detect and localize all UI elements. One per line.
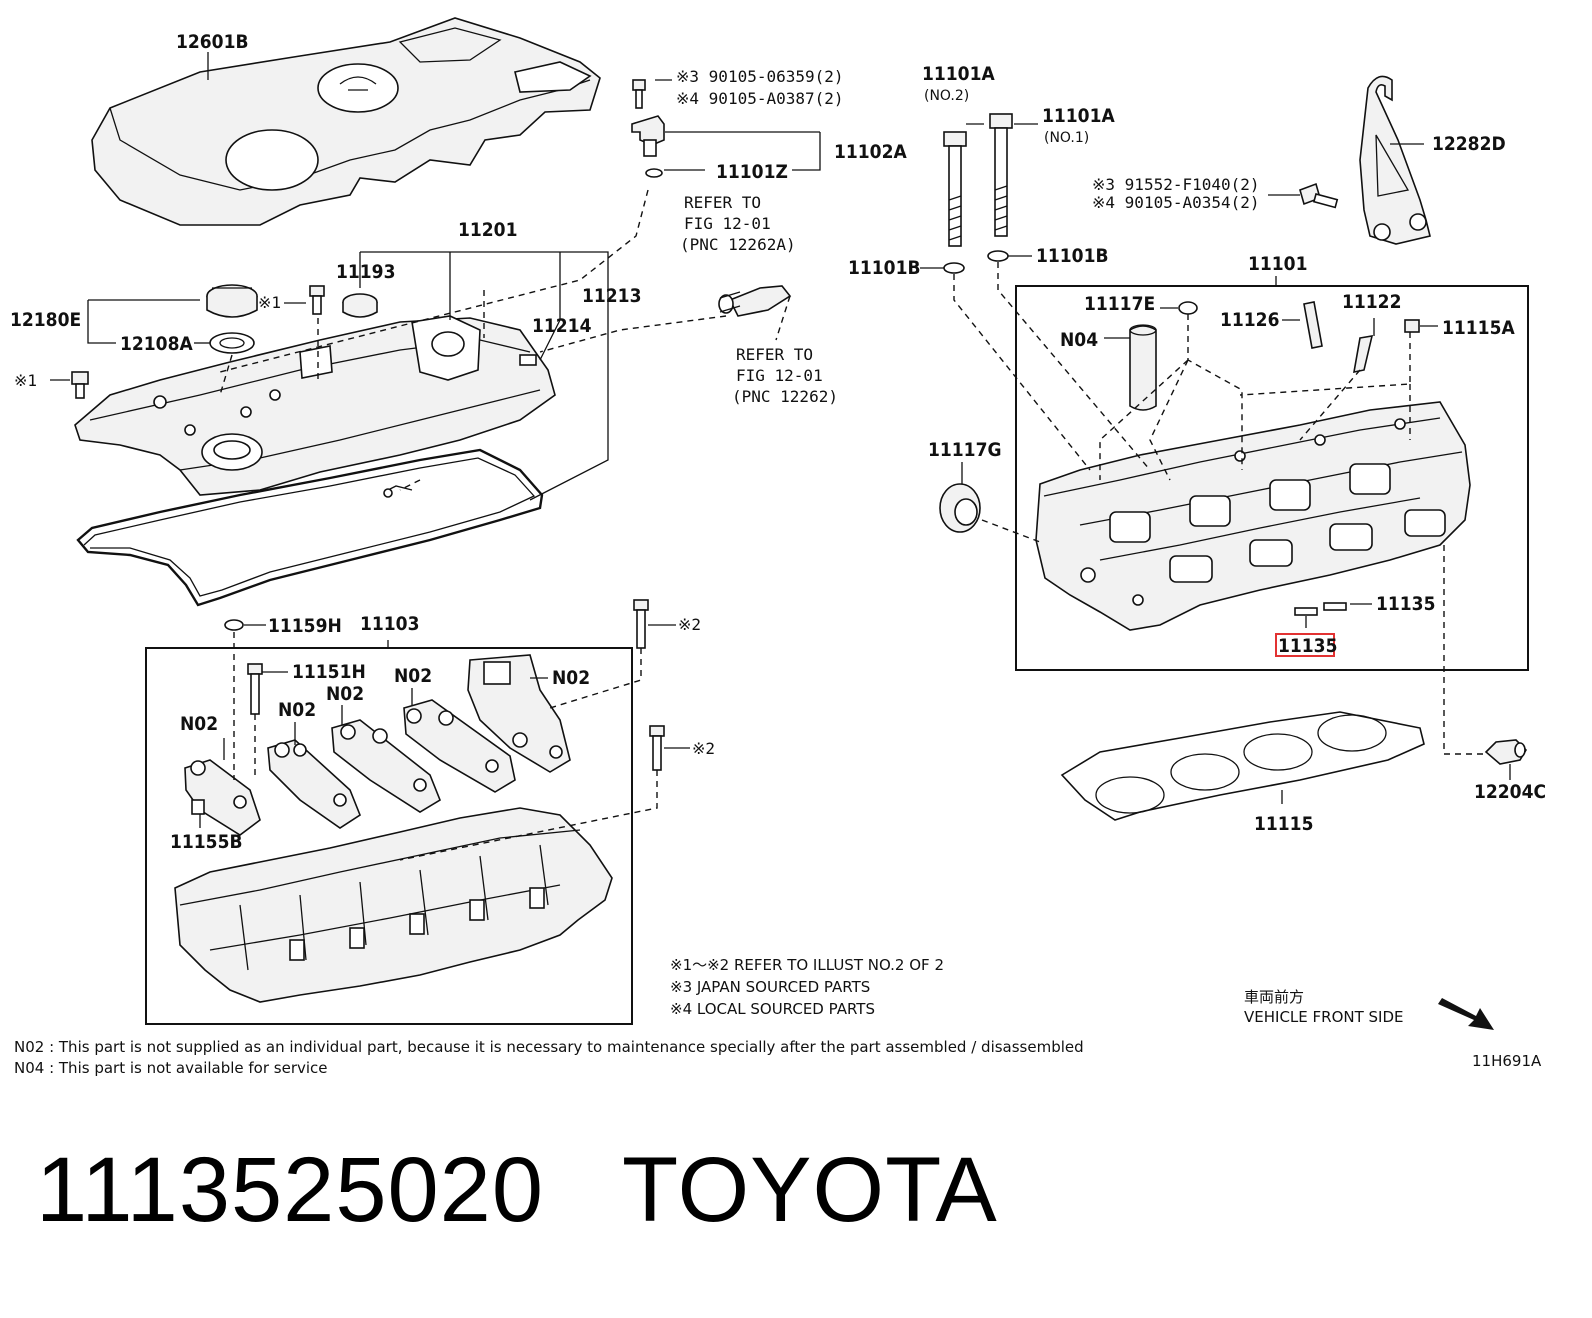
cylinder-head-drawing xyxy=(1035,401,1471,631)
label-11135-right: 11135 xyxy=(1376,593,1435,615)
front-arrow-icon xyxy=(1438,998,1494,1030)
note-japan-sourced: ※3 JAPAN SOURCED PARTS xyxy=(670,978,870,996)
part-number: 1113525020 xyxy=(36,1139,545,1241)
label-N02-5: N02 xyxy=(552,667,590,689)
label-mark2-top: ※2 xyxy=(678,615,701,634)
label-11159H: 11159H xyxy=(268,615,342,637)
label-90105-A0387: ※4 90105-A0387(2) xyxy=(676,89,844,108)
illustration-code: 11H691A xyxy=(1472,1052,1542,1070)
ref1-line1: REFER TO xyxy=(684,193,761,212)
plug-11193-drawing xyxy=(342,293,378,318)
highlight-11135 xyxy=(1275,633,1335,657)
label-11102A: 11102A xyxy=(834,141,907,163)
label-N02-2: N02 xyxy=(278,699,316,721)
label-11213: 11213 xyxy=(582,285,641,307)
note-refer-illust: ※1〜※2 REFER TO ILLUST NO.2 OF 2 xyxy=(670,956,944,974)
front-side-jp: 車両前方 xyxy=(1244,988,1304,1006)
label-90105-06359: ※3 90105-06359(2) xyxy=(676,67,844,86)
label-11126: 11126 xyxy=(1220,309,1279,331)
label-11122: 11122 xyxy=(1342,291,1401,313)
bearing-caps-drawing xyxy=(184,654,571,836)
label-N02-1: N02 xyxy=(180,713,218,735)
note-n04: N04 : This part is not available for ser… xyxy=(14,1059,328,1077)
label-mark1-left: ※1 xyxy=(14,371,37,390)
hose-drawing xyxy=(718,285,792,317)
label-11155B: 11155B xyxy=(170,831,243,853)
label-11151H: 11151H xyxy=(292,661,366,683)
label-11101Z: 11101Z xyxy=(716,161,788,183)
label-12601B: 12601B xyxy=(176,31,249,53)
label-N04: N04 xyxy=(1060,329,1098,351)
label-11103: 11103 xyxy=(360,613,419,635)
label-12180E: 12180E xyxy=(10,309,81,331)
head-bolts-drawing xyxy=(943,113,1013,274)
label-no2: (NO.2) xyxy=(924,88,969,104)
label-no1: (NO.1) xyxy=(1044,130,1089,146)
ref2-line2: FIG 12-01 xyxy=(736,366,823,385)
label-12282D: 12282D xyxy=(1432,133,1506,155)
label-N02-4: N02 xyxy=(394,665,432,687)
ref2-line3: (PNC 12262) xyxy=(732,387,838,406)
head-gasket-drawing xyxy=(1060,711,1425,821)
leader-lines-lower xyxy=(199,624,690,861)
valve-cover-drawing xyxy=(74,315,556,496)
leader-lines-right xyxy=(920,123,1511,804)
label-N02-3: N02 xyxy=(326,683,364,705)
label-91552-F1040: ※3 91552-F1040(2) xyxy=(1092,175,1260,194)
label-11117E: 11117E xyxy=(1084,293,1155,315)
engine-cover-drawing xyxy=(91,17,601,226)
label-11193: 11193 xyxy=(336,261,395,283)
label-11101A-no2: 11101A xyxy=(922,63,995,85)
front-side-en: VEHICLE FRONT SIDE xyxy=(1244,1008,1404,1026)
camshaft-housing-drawing xyxy=(174,807,613,1003)
label-mark2-bottom: ※2 xyxy=(692,739,715,758)
brand-name: TOYOTA xyxy=(622,1139,998,1241)
label-11101B-right: 11101B xyxy=(1036,245,1109,267)
pcv-valve-drawing xyxy=(631,79,665,178)
leader-lines-left xyxy=(50,52,821,501)
label-11115A: 11115A xyxy=(1442,317,1515,339)
label-12204C: 12204C xyxy=(1474,781,1546,803)
plug-12204C-drawing xyxy=(1484,739,1528,765)
label-11115: 11115 xyxy=(1254,813,1313,835)
label-11101A-no1: 11101A xyxy=(1042,105,1115,127)
ref1-line3: (PNC 12262A) xyxy=(680,235,796,254)
bolt-mark1-drawing xyxy=(71,285,325,399)
label-11214: 11214 xyxy=(532,315,592,337)
head-small-parts-drawing xyxy=(939,301,1420,533)
note-n02: N02 : This part is not supplied as an in… xyxy=(14,1038,1084,1056)
label-11201: 11201 xyxy=(458,219,517,241)
label-11101: 11101 xyxy=(1248,253,1307,275)
engine-hanger-drawing xyxy=(1359,75,1431,245)
label-12108A: 12108A xyxy=(120,333,193,355)
note-local-sourced: ※4 LOCAL SOURCED PARTS xyxy=(670,1000,875,1018)
ref1-line2: FIG 12-01 xyxy=(684,214,771,233)
label-mark1-top: ※1 xyxy=(258,293,281,312)
hanger-bolt-drawing xyxy=(1299,182,1339,209)
valve-cover-gasket-drawing xyxy=(76,448,544,607)
label-11135-highlighted: 11135 xyxy=(1278,635,1337,657)
ref2-line1: REFER TO xyxy=(736,345,813,364)
label-11117G: 11117G xyxy=(928,439,1002,461)
label-11101B-left: 11101B xyxy=(848,257,921,279)
oil-filler-cap-drawing xyxy=(206,284,258,354)
part-number-footer: 1113525020 TOYOTA xyxy=(36,1138,998,1243)
label-90105-A0354: ※4 90105-A0354(2) xyxy=(1092,193,1260,212)
